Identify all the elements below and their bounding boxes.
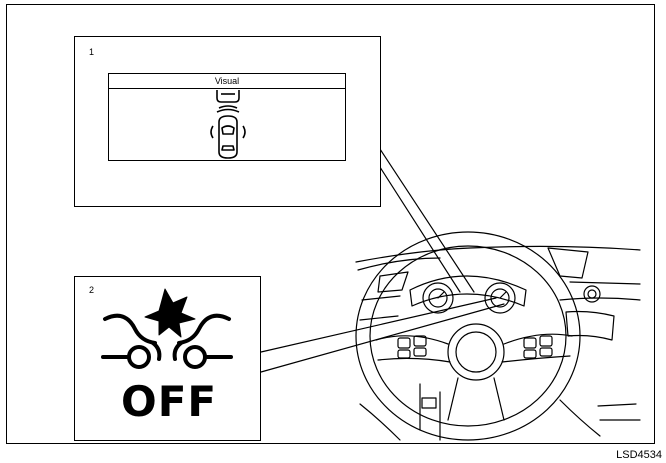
callout-2-number: 2 — [89, 285, 95, 295]
collision-warning-off-icon — [101, 288, 233, 369]
leader-line-2 — [260, 297, 505, 373]
callout-1-number: 1 — [89, 47, 95, 57]
figure-code: LSD4534 — [616, 449, 662, 461]
callout-box-2: 2 OFF — [74, 276, 261, 441]
leader-line-1 — [377, 145, 475, 293]
rear-collision-sensor-icon — [210, 90, 246, 159]
display-panel: Visual — [108, 73, 346, 161]
off-label: OFF — [121, 377, 218, 426]
panel-header: Visual — [109, 74, 345, 89]
figure-frame — [6, 4, 655, 444]
callout-box-1: 1 Visual — [74, 36, 381, 207]
